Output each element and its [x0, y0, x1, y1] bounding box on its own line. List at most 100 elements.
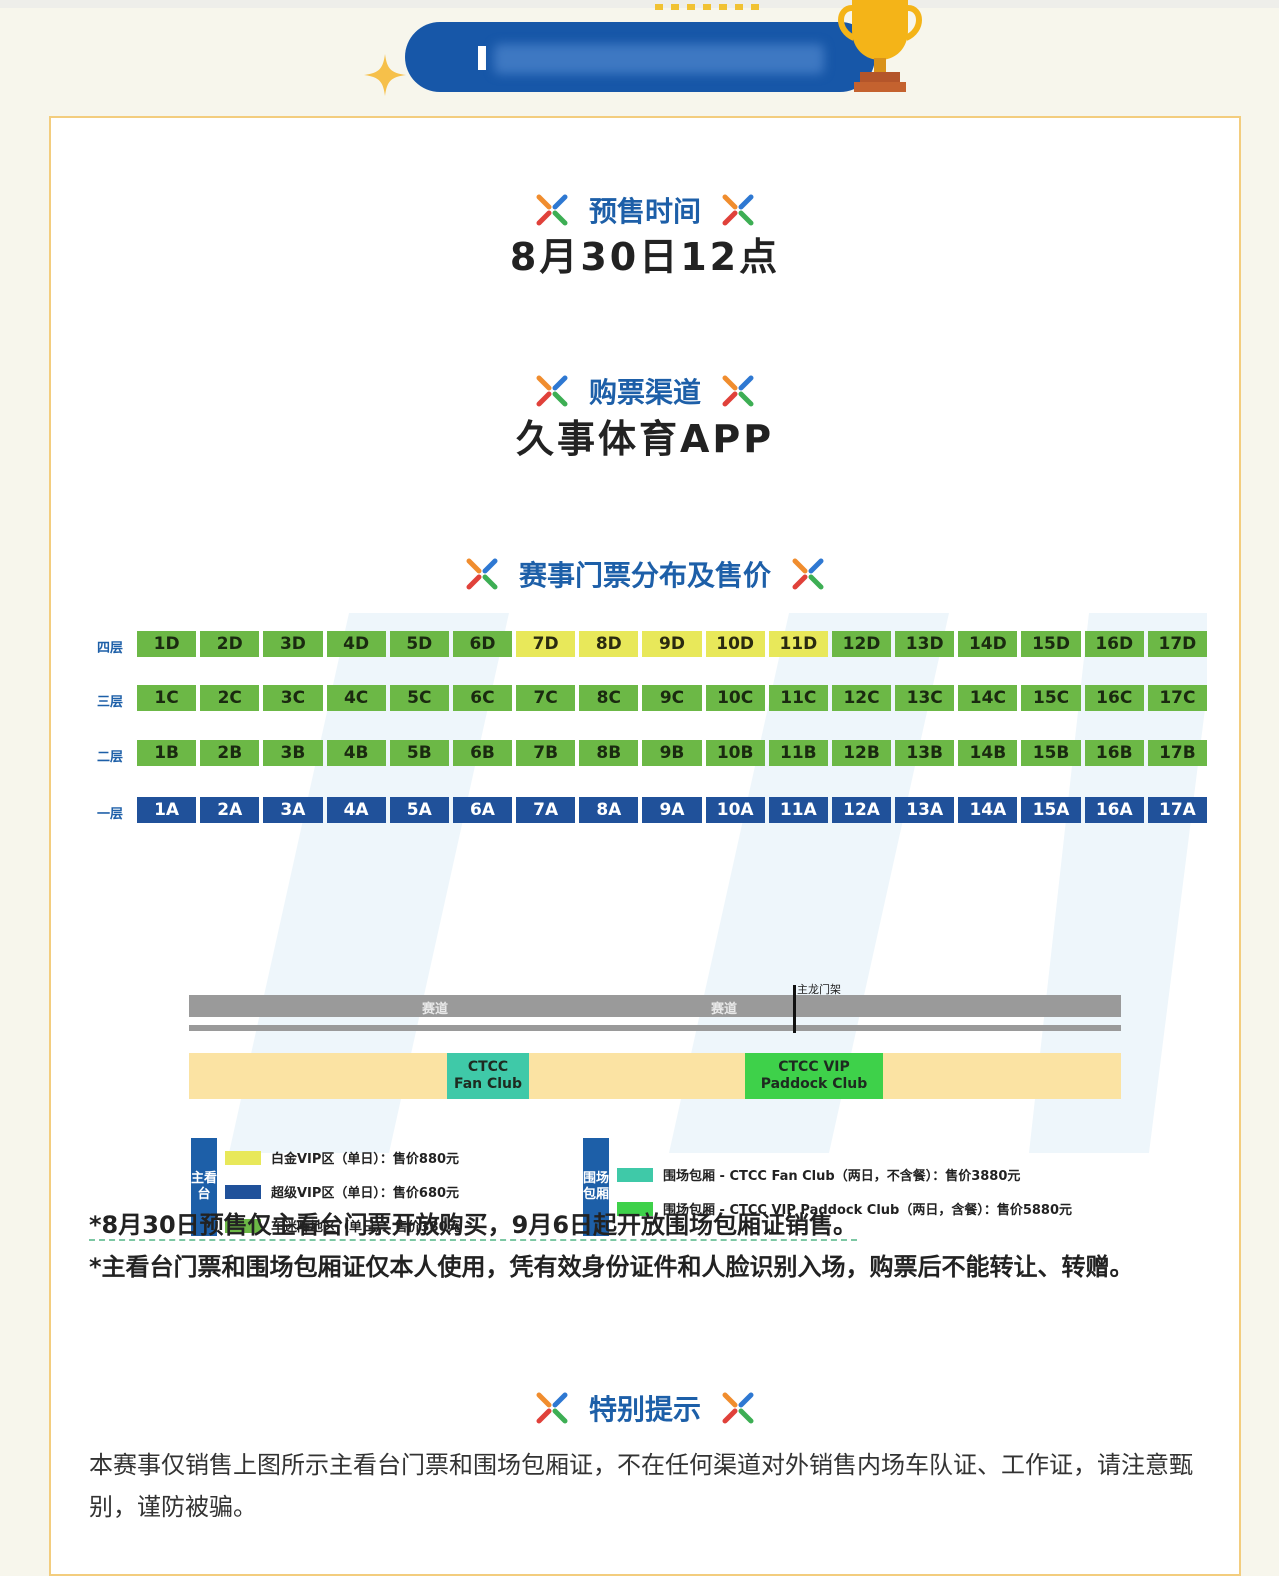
- seat-block: 12C: [831, 685, 892, 711]
- legend-fan-club: 围场包厢 - CTCC Fan Club（两日，不含餐）：售价3880元: [617, 1165, 1020, 1184]
- seat-block: 9D: [642, 631, 702, 657]
- seat-block: 7D: [516, 631, 576, 657]
- seat-block: 5B: [389, 740, 449, 766]
- cross-deco-icon: [791, 557, 825, 591]
- channel-title: 购票渠道: [588, 376, 701, 409]
- channel-heading: 购票渠道: [51, 371, 1239, 411]
- paddock-strip: [189, 1053, 1121, 1099]
- cross-deco-icon: [535, 193, 569, 227]
- blurred-banner-title: [494, 44, 824, 74]
- seat-block: 10D: [705, 631, 765, 657]
- seat-block: 15C: [1021, 685, 1081, 711]
- seat-block: 10A: [705, 797, 765, 823]
- sparkle-icon: [364, 54, 406, 96]
- seat-block: 11B: [768, 740, 828, 766]
- legend-vip-paddock-label: 围场包厢 - CTCC VIP Paddock Club（两日，含餐）：售价58…: [663, 1203, 1073, 1218]
- seat-block: 4D: [326, 631, 386, 657]
- legend-platinum: 白金VIP区（单日）：售价880元: [225, 1148, 459, 1167]
- seat-block: 13C: [895, 685, 955, 711]
- track-label: 赛道: [422, 1002, 449, 1017]
- vip-paddock-line2: Paddock Club: [760, 1076, 868, 1092]
- seat-block: 16D: [1084, 631, 1144, 657]
- cross-deco-icon: [721, 1391, 755, 1425]
- seat-block: 6A: [452, 797, 513, 823]
- seat-block: 13D: [895, 631, 955, 657]
- cross-deco-icon: [465, 557, 499, 591]
- seat-block: 11C: [768, 685, 828, 711]
- seat-block: 16A: [1084, 797, 1144, 823]
- seat-block: 13A: [895, 797, 955, 823]
- cross-deco-icon: [535, 374, 569, 408]
- legend-swatch: [225, 1150, 261, 1165]
- top-strip: [0, 0, 1279, 8]
- paddock-box-tag: 围场包厢: [583, 1138, 609, 1236]
- content-card: 预售时间 8月30日12点 购票渠道 久事体育APP 赛事门票分布及售价: [49, 116, 1241, 1576]
- legend-swatch: [617, 1167, 653, 1182]
- seat-block: 17A: [1147, 797, 1207, 823]
- seat-block: 12B: [831, 740, 892, 766]
- seat-block: 2A: [200, 797, 260, 823]
- seat-block: 5A: [389, 797, 449, 823]
- seat-block: 10B: [705, 740, 765, 766]
- race-track: [189, 995, 1121, 1017]
- seat-block: 1D: [137, 631, 197, 657]
- legend-fan-club-label: 围场包厢 - CTCC Fan Club（两日，不含餐）：售价3880元: [663, 1169, 1021, 1184]
- seat-block: 11A: [768, 797, 828, 823]
- seat-block: 9A: [642, 797, 702, 823]
- seat-block: 6B: [452, 740, 513, 766]
- seat-block: 1B: [137, 740, 197, 766]
- seat-block: 8A: [579, 797, 639, 823]
- seat-block: 4A: [326, 797, 386, 823]
- vip-paddock-box: CTCC VIP Paddock Club: [745, 1053, 883, 1099]
- vip-paddock-line1: CTCC VIP: [778, 1059, 850, 1075]
- cross-deco-icon: [535, 1391, 569, 1425]
- seat-block: 15D: [1021, 631, 1081, 657]
- track-line: [189, 1025, 1121, 1031]
- seat-block: 10C: [705, 685, 765, 711]
- seat-block: 14A: [958, 797, 1018, 823]
- tip-heading: 特别提示: [51, 1388, 1239, 1428]
- seat-block: 1A: [137, 797, 197, 823]
- seat-block: 11D: [768, 631, 828, 657]
- seat-block: 12D: [831, 631, 892, 657]
- seat-block: 9C: [642, 685, 702, 711]
- seat-block: 8B: [579, 740, 639, 766]
- legend-vip-paddock: 围场包厢 - CTCC VIP Paddock Club（两日，含餐）：售价58…: [617, 1199, 1072, 1218]
- seat-block: 3D: [263, 631, 323, 657]
- seat-block: 9B: [642, 740, 702, 766]
- seat-block: 17B: [1147, 740, 1207, 766]
- seat-block: 6D: [452, 631, 513, 657]
- gantry-marker: [793, 985, 796, 1033]
- trophy-icon: [838, 0, 922, 92]
- row-label: 一层: [97, 807, 124, 822]
- note-presale-text: *8月30日预售仅主看台门票开放购买，9月6日起开放围场包厢证销售。: [89, 1211, 858, 1241]
- seat-block: 13B: [895, 740, 955, 766]
- legend-swatch: [617, 1201, 653, 1216]
- seat-block: 4C: [326, 685, 386, 711]
- seat-block: 4B: [326, 740, 386, 766]
- tip-text: 本赛事仅销售上图所示主看台门票和围场包厢证，不在任何渠道对外销售内场车队证、工作…: [89, 1451, 1193, 1521]
- track-label: 赛道: [711, 1002, 738, 1017]
- seat-block: 6C: [452, 685, 513, 711]
- legend-super: 超级VIP区（单日）：售价680元: [225, 1182, 459, 1201]
- seat-block: 7B: [516, 740, 576, 766]
- seat-block: 2C: [200, 685, 260, 711]
- seat-block: 5D: [389, 631, 449, 657]
- main-stand-tag: 主看台: [191, 1138, 217, 1236]
- fan-club-box: CTCC Fan Club: [447, 1053, 529, 1099]
- seat-block: 12A: [831, 797, 892, 823]
- seat-block: 16C: [1084, 685, 1144, 711]
- note-id-only: *主看台门票和围场包厢证仅本人使用，凭有效身份证件和人脸识别入场，购票后不能转让…: [89, 1253, 1134, 1281]
- seat-block: 14D: [958, 631, 1018, 657]
- legend-swatch: [225, 1218, 261, 1233]
- row-label: 三层: [97, 695, 124, 710]
- seat-block: 8D: [579, 631, 639, 657]
- tickets-heading: 赛事门票分布及售价: [51, 554, 1239, 594]
- tip-title: 特别提示: [588, 1393, 701, 1426]
- presale-time: 8月30日12点: [509, 235, 781, 279]
- fan-club-line2: Fan Club: [453, 1076, 523, 1092]
- seat-block: 14B: [958, 740, 1018, 766]
- notes-block: *8月30日预售仅主看台门票开放购买，9月6日起开放围场包厢证销售。 *主看台门…: [89, 1204, 1209, 1288]
